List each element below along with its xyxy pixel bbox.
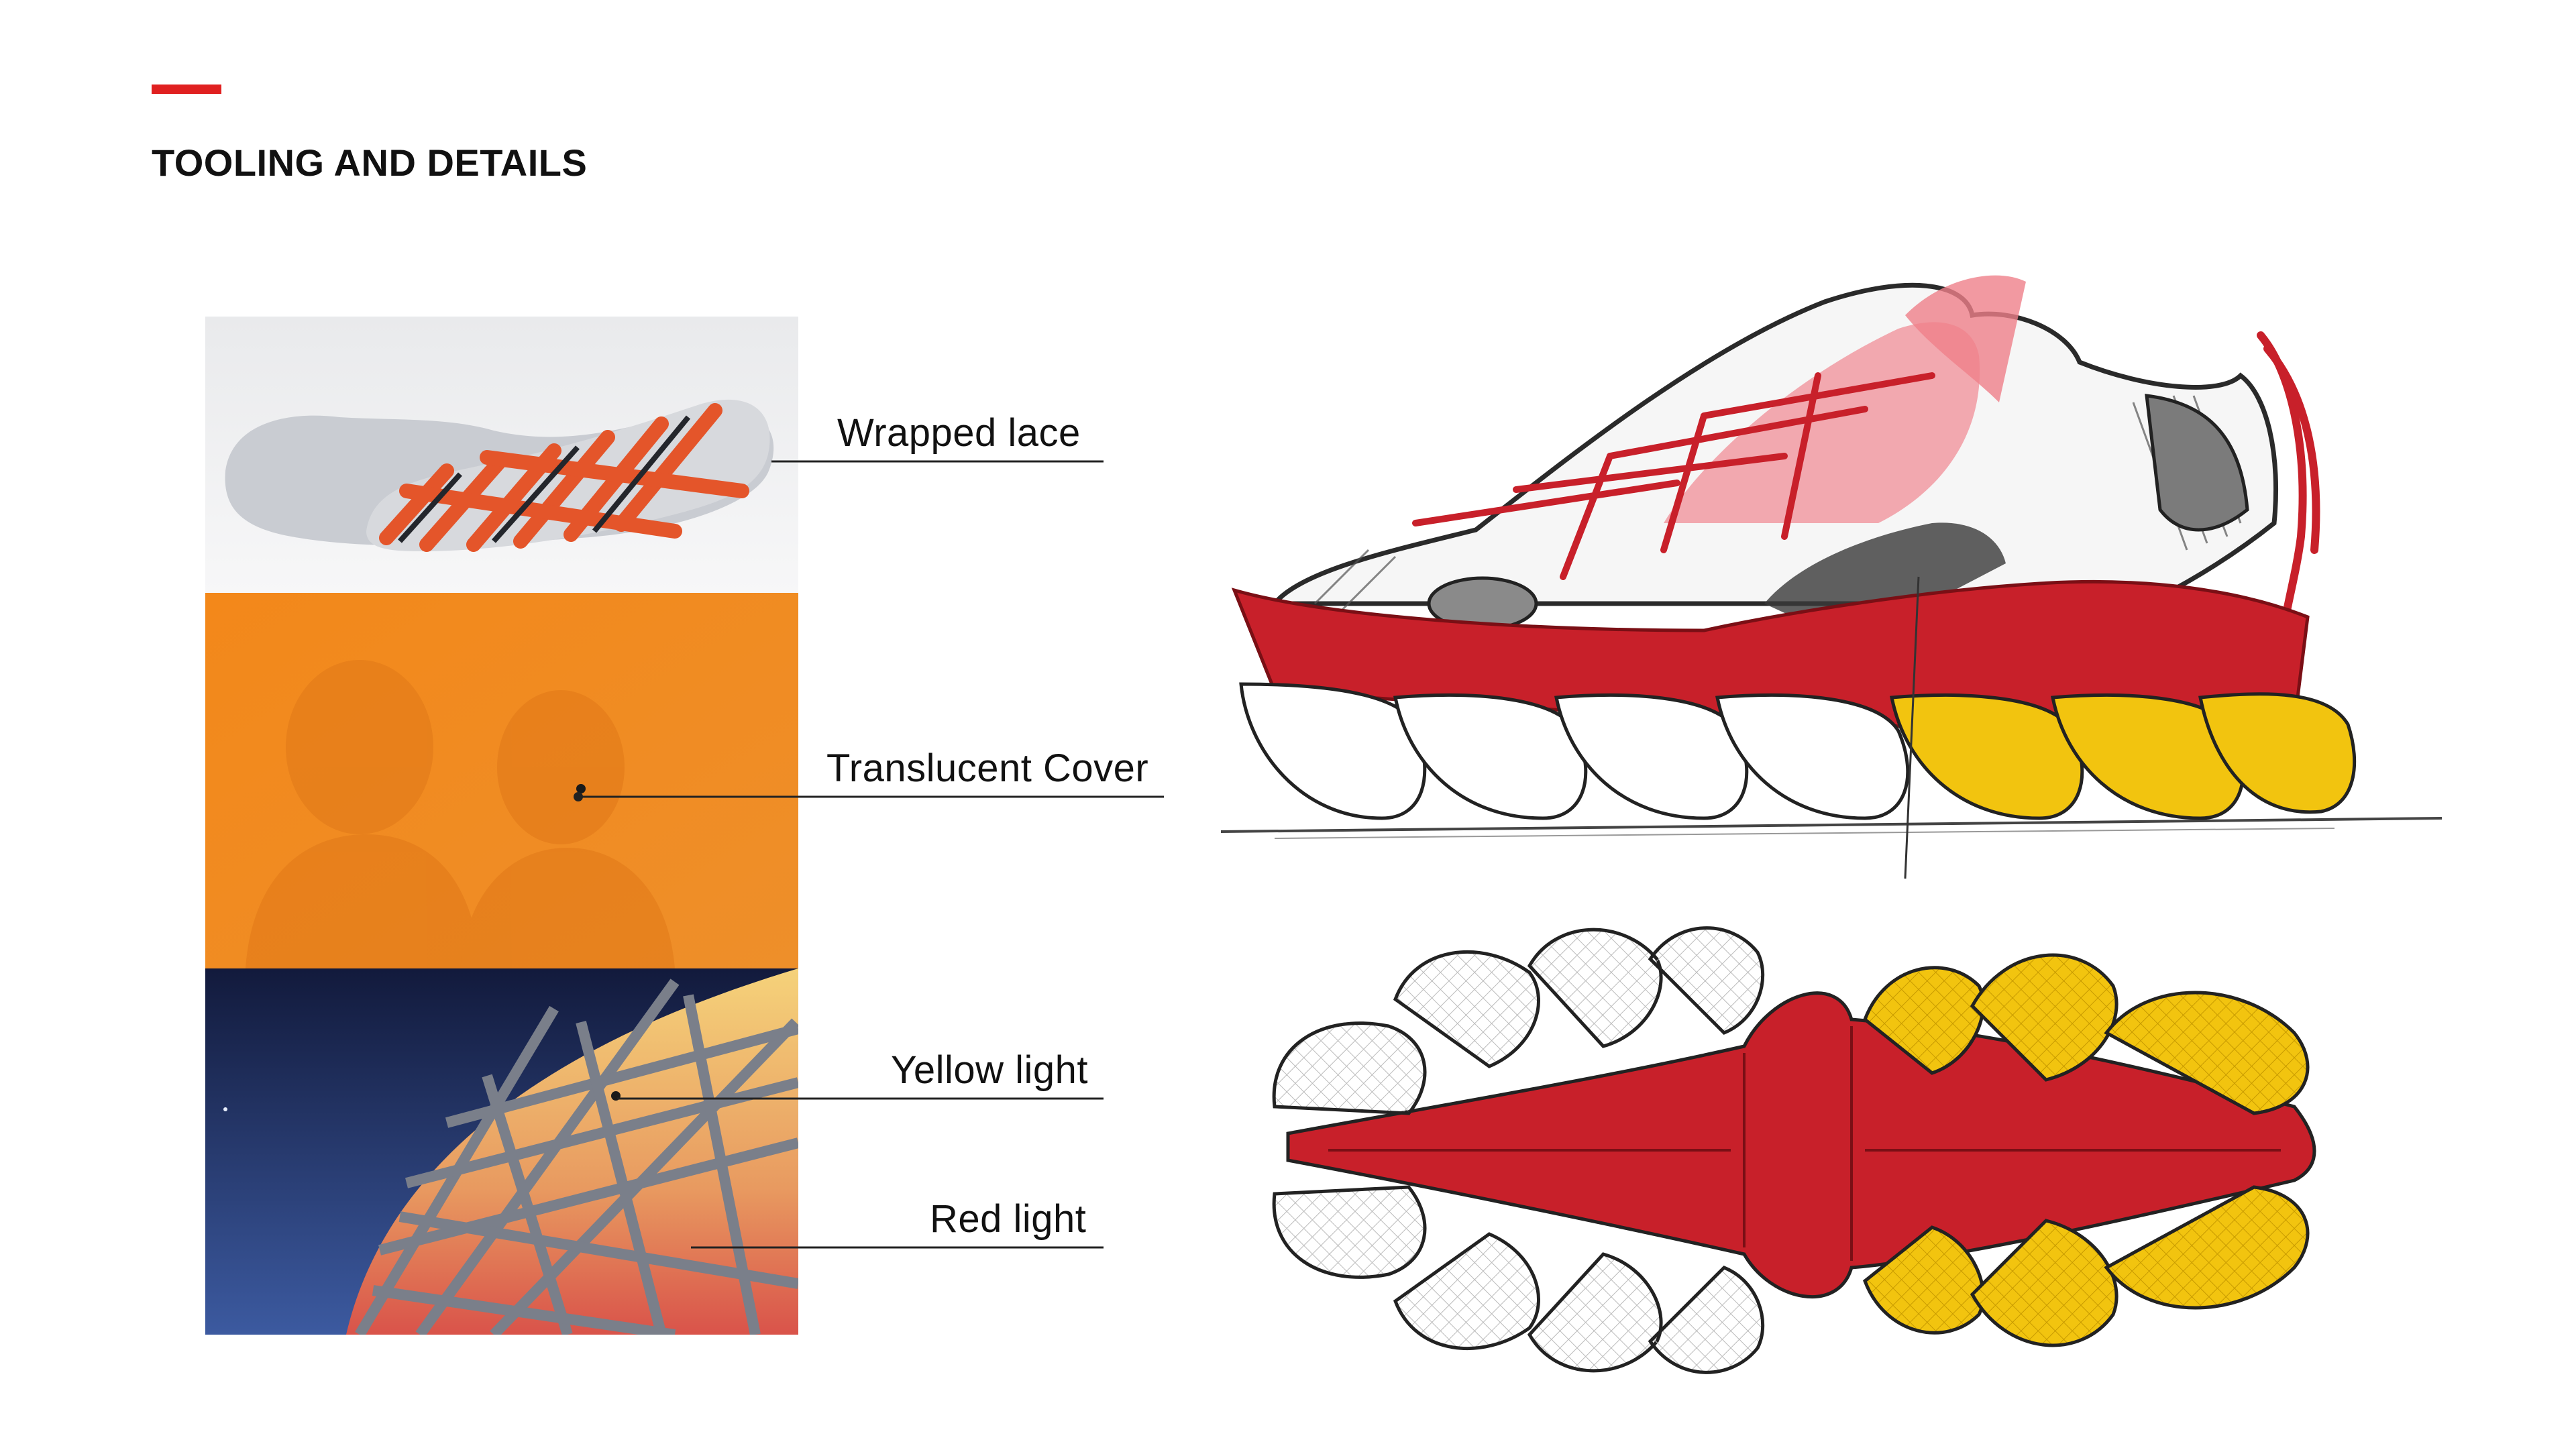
page-title: TOOLING AND DETAILS xyxy=(152,142,588,184)
callout-red-light: Red light xyxy=(930,1197,1087,1241)
translucent-cover-photo xyxy=(205,593,798,968)
sneaker-side-sketch xyxy=(1194,174,2455,899)
callout-wrapped-lace: Wrapped lace xyxy=(837,411,1081,455)
wrapped-lace-photo xyxy=(205,317,798,593)
lit-stadium-lattice-photo xyxy=(205,968,798,1335)
title-accent-bar xyxy=(152,85,221,94)
callout-yellow-light: Yellow light xyxy=(891,1048,1089,1092)
callout-translucent-cover: Translucent Cover xyxy=(826,746,1149,790)
outsole-tread-drawing xyxy=(1261,912,2348,1382)
